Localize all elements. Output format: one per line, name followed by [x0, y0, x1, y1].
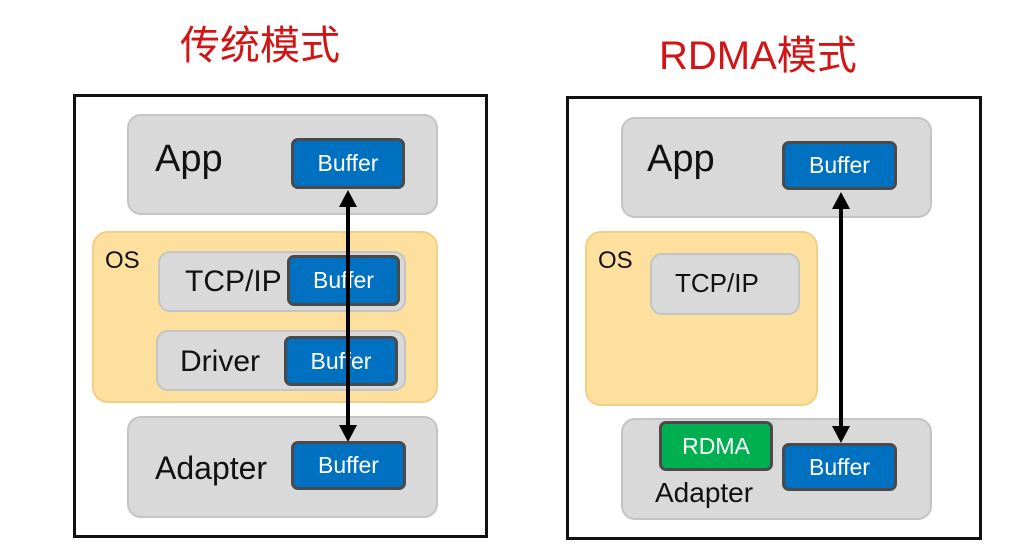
right-adapter-buffer: Buffer	[782, 443, 897, 491]
left-tcpip-label: TCP/IP	[185, 265, 282, 298]
left-data-path-arrow	[339, 190, 357, 442]
right-app-label: App	[647, 138, 715, 180]
left-adapter-label: Adapter	[155, 450, 268, 486]
left-app-buffer: Buffer	[291, 138, 405, 189]
right-tcpip-label: TCP/IP	[675, 268, 759, 298]
left-os-label: OS	[105, 247, 140, 274]
right-tcpip-layer	[650, 253, 800, 315]
left-adapter-buffer: Buffer	[291, 441, 406, 490]
left-title: 传统模式	[180, 24, 340, 68]
right-app-buffer: Buffer	[782, 141, 897, 190]
left-driver-label: Driver	[180, 345, 260, 378]
left-tcpip-buffer: Buffer	[287, 255, 400, 306]
right-arrowhead-down-icon	[832, 426, 850, 443]
left-app-label: App	[155, 138, 223, 180]
right-arrowhead-up-icon	[832, 192, 850, 209]
right-data-path-arrow	[832, 192, 850, 443]
left-arrowhead-down-icon	[339, 425, 357, 442]
left-arrowhead-up-icon	[339, 190, 357, 207]
right-rdma-engine: RDMA	[659, 421, 773, 471]
right-os-label: OS	[598, 247, 633, 274]
right-adapter-label: Adapter	[655, 477, 754, 508]
left-driver-buffer: Buffer	[284, 336, 398, 386]
right-title: RDMA模式	[659, 34, 857, 78]
